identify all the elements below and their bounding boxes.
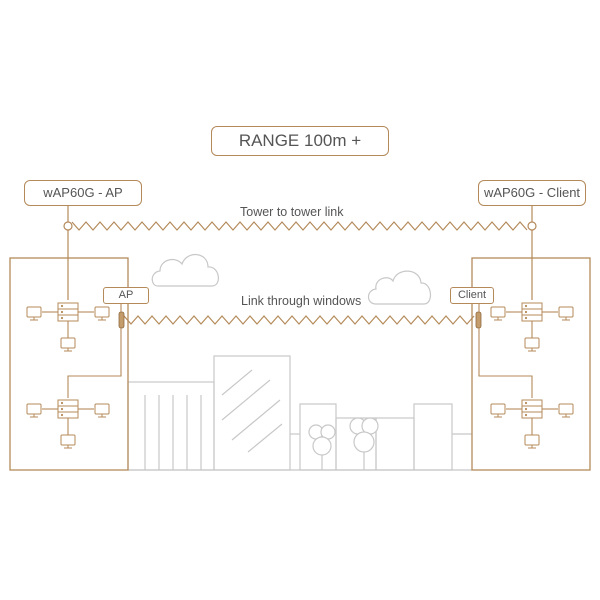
server-icon: [521, 302, 543, 322]
wiring-client: [478, 304, 558, 435]
monitor-icon: [26, 403, 42, 418]
monitor-icon: [60, 434, 76, 449]
monitor-icon: [94, 306, 110, 321]
cloud-icon: [367, 270, 431, 305]
device-label-client: wAP60G - Client: [478, 180, 586, 206]
server-icon: [521, 399, 543, 419]
monitor-icon: [558, 403, 574, 418]
wiring-ap: [42, 304, 122, 435]
tower-posts: [63, 206, 537, 300]
window-link-wave: [123, 315, 475, 325]
monitor-icon: [524, 434, 540, 449]
range-title: RANGE 100m +: [211, 126, 389, 156]
monitor-icon: [490, 403, 506, 418]
tower-link-wave: [71, 221, 528, 231]
cloud-icon: [151, 254, 219, 287]
server-icon: [57, 399, 79, 419]
window-tag-client: Client: [450, 287, 494, 304]
city-skyline: [127, 355, 472, 471]
monitor-icon: [524, 337, 540, 352]
server-icon: [57, 302, 79, 322]
window-link-label: Link through windows: [241, 294, 362, 308]
building-client: [471, 257, 591, 471]
antenna-icon: [118, 311, 482, 329]
window-tag-ap: AP: [103, 287, 149, 304]
device-label-ap: wAP60G - AP: [24, 180, 142, 206]
monitor-icon: [26, 306, 42, 321]
monitor-icon: [60, 337, 76, 352]
monitor-icon: [558, 306, 574, 321]
monitor-icon: [94, 403, 110, 418]
tree-icon: [308, 417, 379, 470]
monitor-icon: [490, 306, 506, 321]
building-ap: [9, 257, 129, 471]
tower-link-label: Tower to tower link: [240, 205, 344, 219]
